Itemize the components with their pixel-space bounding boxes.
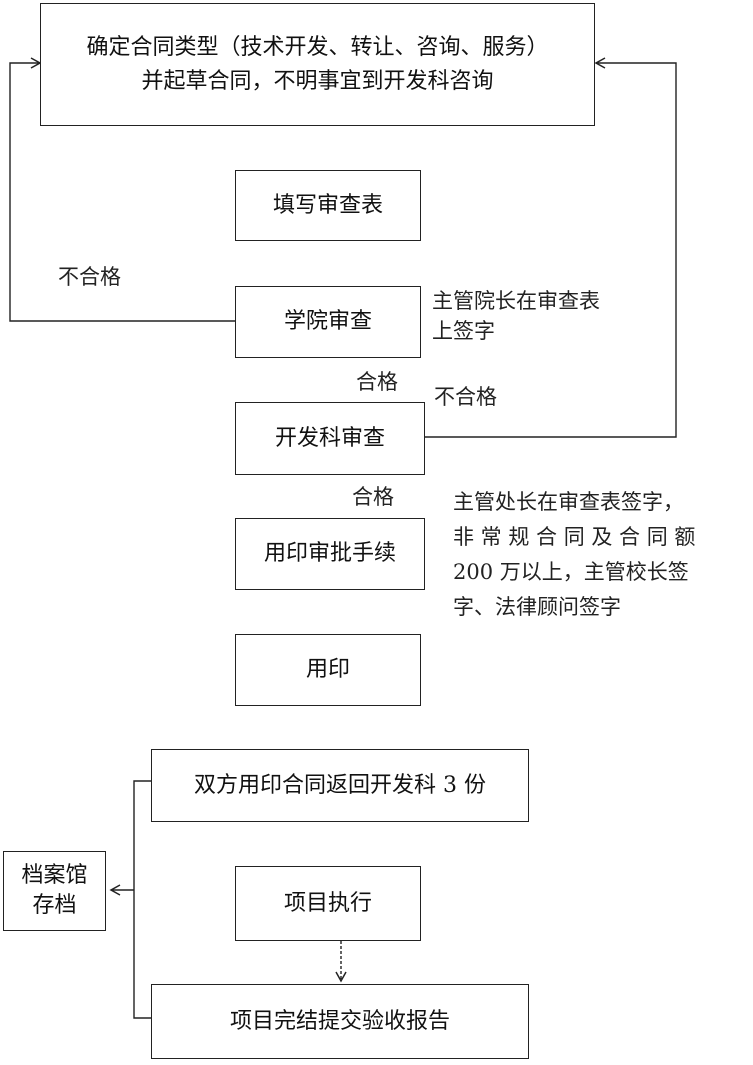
fill-form-label: 填写审查表 (272, 192, 383, 218)
seal-label: 用印 (305, 657, 350, 682)
archive-bracket (133, 780, 151, 1019)
fail-left-label: 不合格 (58, 265, 121, 289)
college-note-line1: 主管院长在审查表 (432, 289, 600, 313)
dev-review-box: 开发科审查 (235, 402, 425, 475)
fill-form-box: 填写审查表 (235, 170, 421, 241)
seal-note-line2: 非 常 规 合 同 及 合 同 额 (453, 525, 696, 549)
seal-note-line3: 200 万以上，主管校长签 (453, 560, 689, 584)
college-review-label: 学院审查 (283, 309, 372, 334)
final-report-label: 项目完结提交验收报告 (229, 1008, 450, 1034)
dev-review-label: 开发科审查 (274, 425, 385, 451)
archive-line2: 存档 (32, 893, 77, 918)
final-report-box: 项目完结提交验收报告 (151, 984, 529, 1059)
seal-note-line4: 字、法律顾问签字 (453, 595, 621, 619)
fail-loop-right (425, 57, 677, 438)
seal-approval-box: 用印审批手续 (235, 518, 425, 590)
seal-box: 用印 (235, 634, 421, 706)
archive-line1: 档案馆 (21, 863, 88, 888)
return-copies-label: 双方用印合同返回开发科 3 份 (194, 772, 486, 798)
college-note: 主管院长在审查表 上签字 (432, 286, 600, 346)
seal-note: 主管处长在审查表签字， 非 常 规 合 同 及 合 同 额 200 万以上，主管… (453, 485, 695, 625)
seal-approval-label: 用印审批手续 (263, 541, 396, 566)
start-box: 确定合同类型（技术开发、转让、咨询、服务） 并起草合同，不明事宜到开发科咨询 (40, 3, 595, 126)
start-line2: 并起草合同，不明事宜到开发科咨询 (141, 68, 494, 94)
project-exec-label: 项目执行 (283, 890, 372, 916)
pass-label-2: 合格 (352, 485, 394, 509)
seal-note-line1: 主管处长在审查表签字， (453, 490, 684, 514)
start-line1: 确定合同类型（技术开发、转让、咨询、服务） (86, 34, 549, 60)
pass-label-1: 合格 (356, 370, 398, 394)
college-note-line2: 上签字 (432, 319, 495, 343)
college-review-box: 学院审查 (235, 286, 421, 358)
archive-box: 档案馆 存档 (3, 851, 106, 931)
project-exec-box: 项目执行 (235, 866, 421, 941)
fail-loop-left (9, 57, 235, 322)
return-copies-box: 双方用印合同返回开发科 3 份 (151, 749, 529, 822)
fail-right-label: 不合格 (434, 385, 497, 409)
